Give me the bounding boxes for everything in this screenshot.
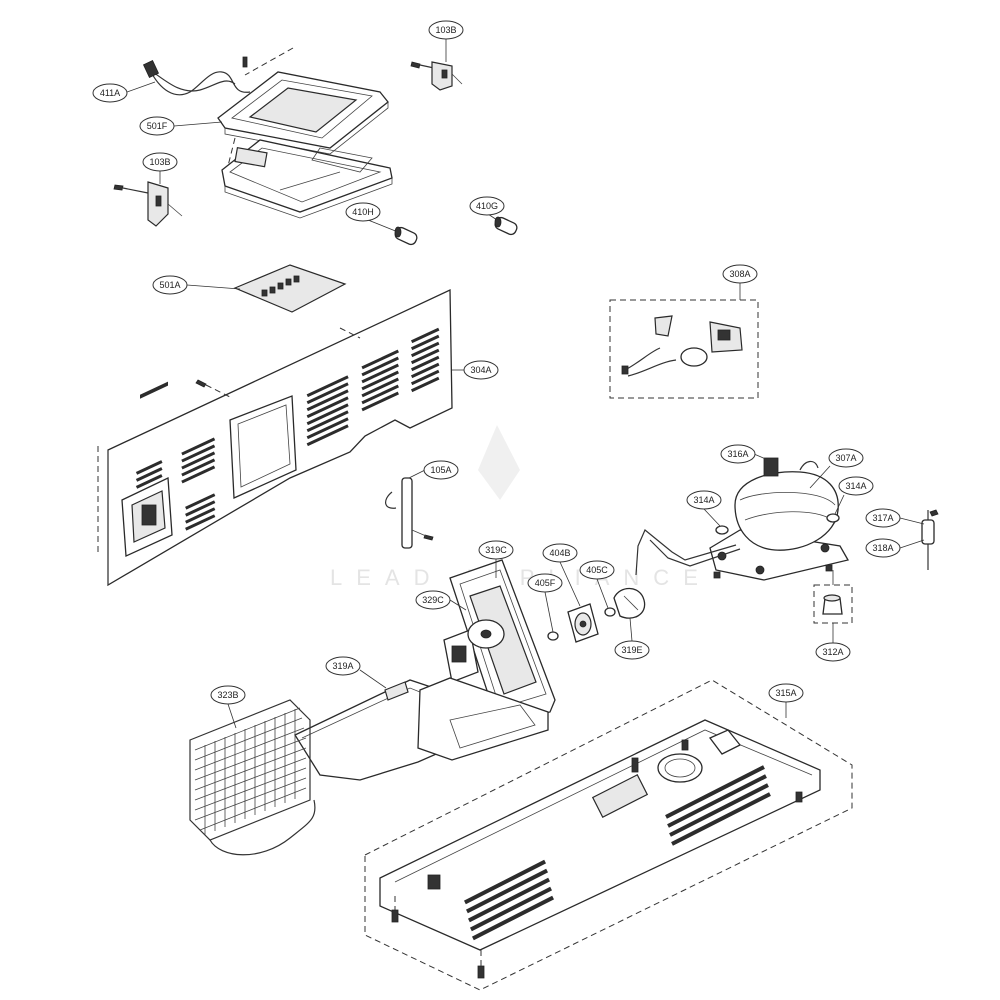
- panel-vent-left: [140, 381, 168, 399]
- callout-329c: 329C: [415, 590, 467, 611]
- watermark: LEAD APPLIANCE: [330, 425, 712, 590]
- callout-103b-top: 103B: [428, 20, 464, 62]
- filter-drier: [921, 509, 939, 570]
- watermark-text: LEAD APPLIANCE: [330, 565, 712, 590]
- label-329c: 329C: [422, 595, 444, 605]
- label-501a: 501A: [159, 280, 180, 290]
- label-307a: 307A: [835, 453, 856, 463]
- drain-tube-105a: [385, 477, 434, 549]
- grommet-312a: [813, 584, 853, 624]
- base-vent-right: [665, 765, 771, 846]
- callout-323b: 323B: [210, 685, 246, 729]
- fan-motor-329c: [443, 619, 505, 683]
- callout-410h: 410H: [345, 202, 381, 222]
- callout-318a: 318A: [865, 538, 925, 558]
- callout-405f: 405F: [527, 573, 563, 633]
- label-319e: 319E: [621, 645, 642, 655]
- callout-103b-left: 103B: [142, 152, 178, 184]
- panel-vent-right: [306, 327, 440, 447]
- callout-105a: 105A: [408, 460, 459, 480]
- label-501f: 501F: [147, 121, 168, 131]
- callout-315a: 315A: [768, 683, 804, 718]
- callout-404b: 404B: [542, 543, 581, 607]
- callout-314a-left: 314A: [686, 490, 722, 527]
- label-304a: 304A: [470, 365, 491, 375]
- callout-405c: 405C: [579, 560, 615, 609]
- base-plate-315a: [364, 679, 853, 991]
- label-316a: 316A: [727, 449, 748, 459]
- label-411a: 411A: [100, 88, 120, 98]
- callout-411a: 411A: [92, 81, 156, 103]
- callout-317a: 317A: [865, 508, 925, 528]
- callout-307a: 307A: [809, 448, 864, 489]
- knob-410g: [487, 213, 518, 236]
- label-319c: 319C: [485, 545, 507, 555]
- callout-410g: 410G: [469, 196, 505, 216]
- callout-316a: 316A: [720, 444, 769, 464]
- fan-blade-404b: [547, 603, 616, 643]
- callout-501f: 501F: [139, 116, 223, 136]
- label-405f: 405F: [535, 578, 556, 588]
- fan-bracket-319e: [613, 587, 646, 619]
- label-308a: 308A: [729, 269, 750, 279]
- label-103b-left: 103B: [149, 157, 170, 167]
- control-box-assembly: [142, 47, 393, 219]
- label-319a: 319A: [332, 661, 353, 671]
- label-410h: 410H: [352, 207, 374, 217]
- callout-308a: 308A: [722, 264, 758, 300]
- label-323b: 323B: [217, 690, 238, 700]
- callout-319c: 319C: [478, 540, 514, 578]
- label-314a-left: 314A: [693, 495, 714, 505]
- rear-panel-304a: [97, 288, 453, 587]
- knob-410h: [367, 219, 418, 246]
- condenser-coil-323b: [189, 699, 316, 856]
- label-318a: 318A: [872, 543, 893, 553]
- base-vent-left: [463, 859, 555, 941]
- relay-kit-308a: [609, 299, 759, 399]
- label-105a: 105A: [430, 465, 451, 475]
- label-410g: 410G: [476, 201, 498, 211]
- label-405c: 405C: [586, 565, 608, 575]
- pcb-501a: [233, 264, 347, 313]
- label-103b-top: 103B: [435, 25, 456, 35]
- label-404b: 404B: [549, 548, 570, 558]
- callout-501a: 501A: [152, 275, 241, 295]
- label-314a-right: 314A: [845, 481, 866, 491]
- label-312a: 312A: [822, 647, 843, 657]
- label-315a: 315A: [775, 688, 796, 698]
- callout-319e: 319E: [614, 617, 650, 660]
- callout-304a: 304A: [452, 360, 499, 380]
- label-317a: 317A: [872, 513, 893, 523]
- callout-312a: 312A: [815, 570, 851, 662]
- callout-314a-right: 314A: [834, 476, 874, 515]
- bracket-103b-top: [410, 61, 463, 91]
- base-tray-319a: [294, 677, 549, 781]
- coil-fins: [189, 699, 316, 856]
- bracket-103b-left: [113, 181, 183, 227]
- callout-319a: 319A: [325, 656, 387, 689]
- compressor-assembly: [635, 457, 849, 581]
